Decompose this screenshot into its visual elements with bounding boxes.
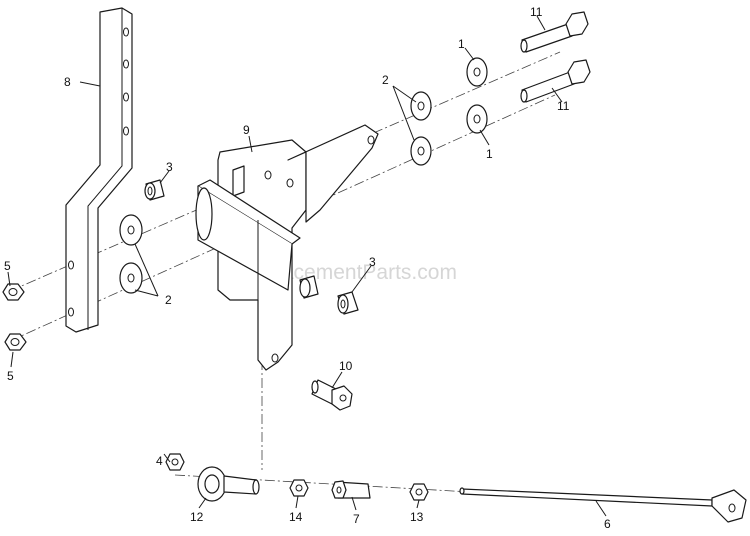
callout-3-left: 3 (166, 160, 173, 174)
part-5-nut-upper (2, 283, 25, 301)
part-8-lift-arm (65, 7, 133, 333)
part-2-washer-right-lower (410, 136, 432, 166)
callout-2-right: 2 (382, 73, 389, 87)
part-6-control-rod (459, 487, 747, 523)
bracket-lower-hole (271, 353, 279, 363)
part-9-pivot-bracket (195, 124, 379, 371)
arm-hole-5 (68, 260, 74, 270)
axis-lower (9, 94, 556, 342)
callout-4: 4 (156, 454, 163, 468)
callout-1-lower: 1 (486, 147, 493, 161)
part-14-jam-nut (289, 479, 309, 497)
callout-11-lower: 11 (557, 99, 570, 113)
callout-1-upper: 1 (458, 37, 465, 51)
part-1-washer-lower (466, 104, 488, 134)
part-7-coupler (331, 480, 371, 499)
callout-8: 8 (64, 75, 71, 89)
part-10-bolt (311, 379, 353, 411)
part-13-nut (409, 483, 429, 501)
part-3-bushing-left (144, 179, 165, 201)
leader-lines (7, 15, 607, 517)
arm-hole-1 (123, 27, 129, 37)
bracket-hole-2 (286, 178, 294, 188)
callout-12: 12 (190, 510, 204, 524)
bracket-arm-hole (367, 135, 375, 145)
callout-11-upper: 11 (530, 5, 543, 19)
bracket-hole-1 (264, 170, 272, 180)
callout-6: 6 (604, 517, 611, 531)
arm-hole-2 (123, 59, 129, 69)
part-1-washer-upper (466, 57, 488, 87)
part-3-bushing-right (337, 291, 359, 315)
callout-9: 9 (243, 123, 250, 137)
part-12-rod-end (197, 466, 260, 502)
callout-7: 7 (353, 512, 360, 526)
part-4-lock-nut (165, 453, 185, 471)
bracket-slot (232, 165, 245, 197)
callout-14: 14 (289, 510, 303, 524)
arm-hole-4 (123, 126, 129, 136)
pivot-tube-end (195, 187, 213, 241)
callout-5-lower: 5 (7, 369, 14, 383)
callout-5-upper: 5 (4, 259, 11, 273)
callout-3-right: 3 (369, 255, 376, 269)
part-11-bolt-lower (520, 59, 591, 103)
callouts: 8 9 3 3 2 2 1 1 11 11 5 5 10 4 12 14 7 1… (4, 5, 611, 531)
callout-10: 10 (339, 359, 353, 373)
part-2-washer-left-lower (119, 262, 143, 294)
arm-hole-3 (123, 92, 129, 102)
callout-2-left: 2 (165, 293, 172, 307)
part-11-bolt-upper (520, 11, 589, 53)
arm-hole-6 (68, 307, 74, 317)
part-2-washer-right-upper (410, 91, 432, 121)
axis-upper (9, 51, 561, 292)
part-2-washer-left-upper (119, 214, 143, 246)
part-5-nut-lower (4, 333, 27, 351)
callout-13: 13 (410, 510, 424, 524)
rod-eye-hole (728, 503, 736, 513)
